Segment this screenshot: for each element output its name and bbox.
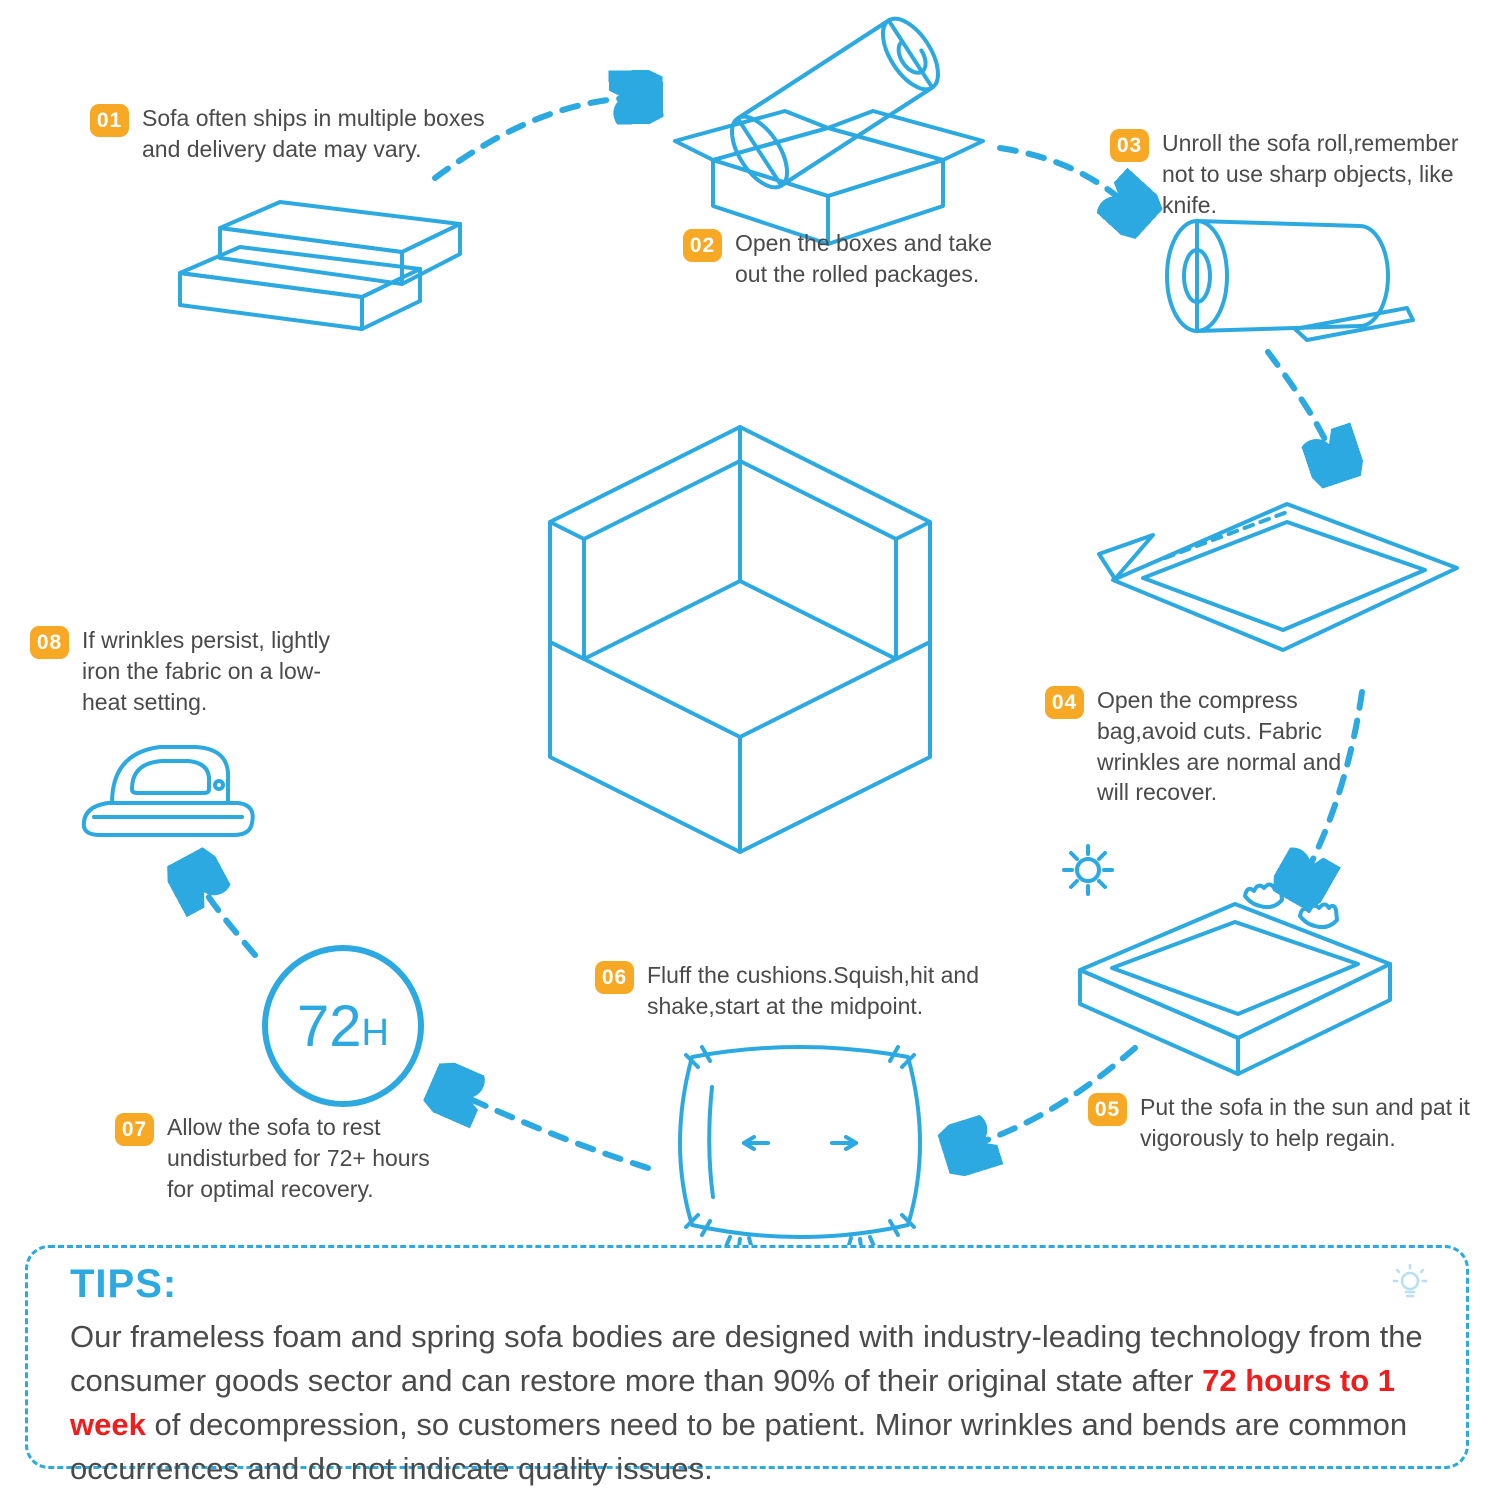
corner-motion-marks: [684, 1045, 916, 1237]
sun-pat-illustration: [1062, 844, 1392, 1076]
compress-bag-illustration: [1097, 502, 1459, 652]
step-02: 02 Open the boxes and take out the rolle…: [683, 228, 1013, 290]
sun-icon: [1062, 844, 1114, 896]
step-03-badge: 03: [1110, 129, 1149, 162]
arrow-6-7: [445, 1088, 651, 1171]
tips-body: Our frameless foam and spring sofa bodie…: [70, 1315, 1426, 1491]
tips-highlight: 72 hours to 1 week: [70, 1363, 1396, 1443]
step-07-badge: 07: [115, 1113, 154, 1146]
72h-rest-timer: 72 H: [262, 945, 424, 1107]
arrow-7-8: [192, 870, 258, 958]
rolled-package-icon: [730, 16, 940, 190]
step-03-text: Unroll the sofa roll,remember not to use…: [1162, 130, 1459, 218]
corner-sofa-illustration: [548, 425, 932, 854]
step-01-badge: 01: [90, 104, 129, 137]
tips-text-before: Our frameless foam and spring sofa bodie…: [70, 1319, 1423, 1399]
rest-hours: 72: [297, 993, 362, 1059]
iron-illustration: [81, 745, 255, 837]
tips-title: TIPS:: [70, 1262, 178, 1306]
squeeze-arrows-icon: [742, 1135, 858, 1151]
cushion-illustration: [678, 1045, 922, 1256]
rest-unit: H: [361, 1011, 389, 1054]
tips-text-after: of decompression, so customers need to b…: [70, 1407, 1408, 1487]
step-05: 05 Put the sofa in the sun and pat it vi…: [1088, 1092, 1483, 1154]
step-02-text: Open the boxes and take out the rolled p…: [735, 230, 993, 287]
step-06: 06 Fluff the cushions.Squish,hit and sha…: [595, 960, 995, 1022]
step-08: 08 If wrinkles persist, lightly iron the…: [30, 625, 360, 717]
step-08-badge: 08: [30, 626, 69, 659]
step-06-text: Fluff the cushions.Squish,hit and shake,…: [647, 962, 980, 1019]
sofa-roll-illustration: [1165, 219, 1415, 342]
open-box-illustration: [673, 16, 985, 246]
step-01-text: Sofa often ships in multiple boxes and d…: [142, 105, 485, 162]
step-06-badge: 06: [595, 961, 634, 994]
step-08-text: If wrinkles persist, lightly iron the fa…: [82, 627, 330, 715]
step-04-text: Open the compress bag,avoid cuts. Fabric…: [1097, 687, 1342, 806]
step-04: 04 Open the compress bag,avoid cuts. Fab…: [1045, 685, 1365, 808]
step-07-text: Allow the sofa to rest undisturbed for 7…: [167, 1114, 430, 1202]
step-05-text: Put the sofa in the sun and pat it vigor…: [1140, 1094, 1470, 1151]
step-07: 07 Allow the sofa to rest undisturbed fo…: [115, 1112, 455, 1204]
step-03: 03 Unroll the sofa roll,remember not to …: [1110, 128, 1495, 220]
shipping-boxes-illustration: [178, 200, 462, 331]
step-02-badge: 02: [683, 229, 722, 262]
lightbulb-icon: [1392, 1264, 1428, 1298]
patting-hands-icon: [1243, 882, 1339, 930]
step-01: 01 Sofa often ships in multiple boxes an…: [90, 103, 500, 165]
step-04-badge: 04: [1045, 686, 1084, 719]
arrow-3-4: [1265, 349, 1337, 468]
step-05-badge: 05: [1088, 1093, 1127, 1126]
tips-panel: TIPS: Our frameless foam and spring sofa…: [25, 1245, 1469, 1486]
